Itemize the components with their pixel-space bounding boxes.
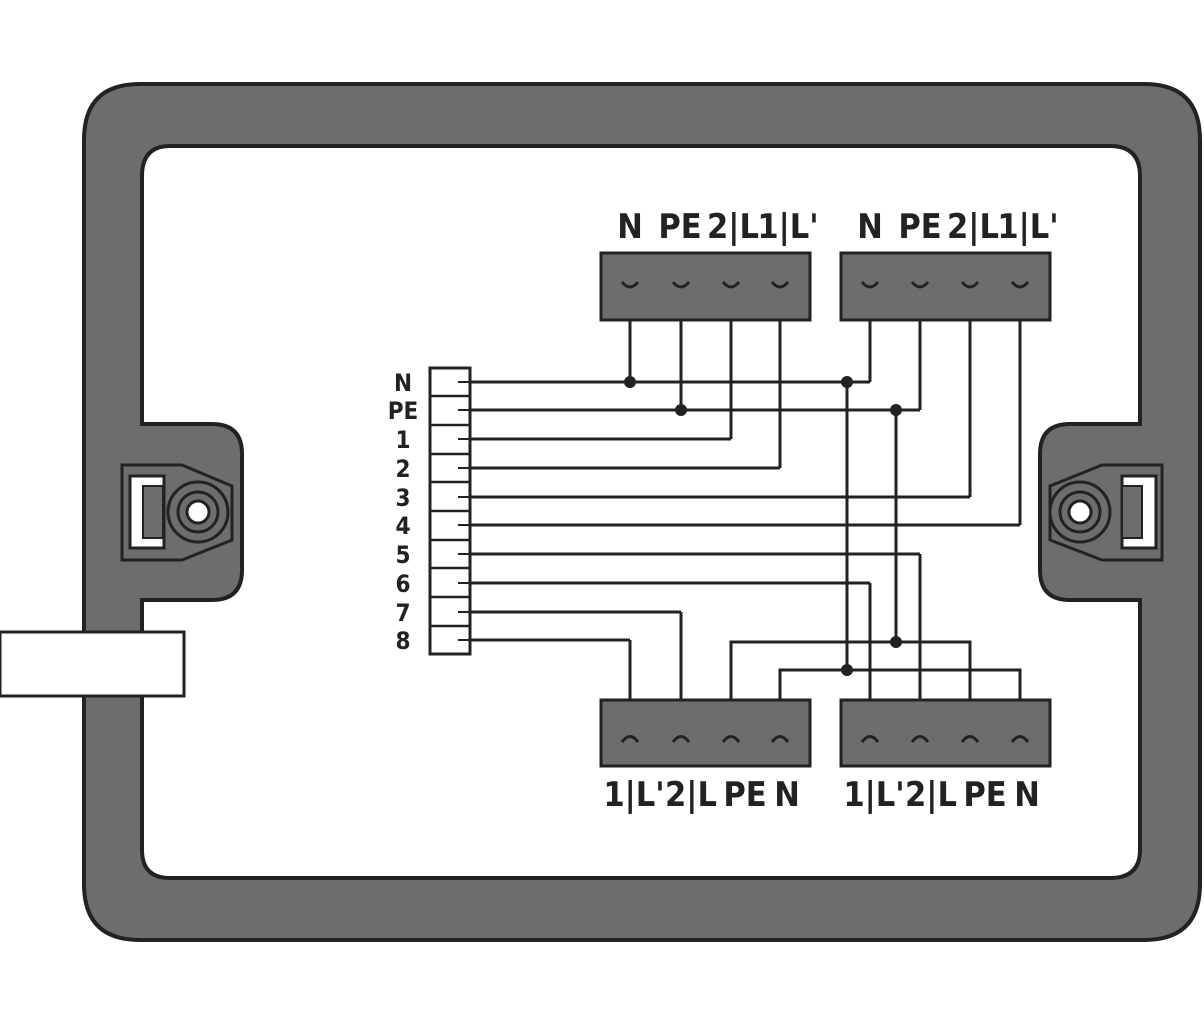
right-mounting-clip [1048,463,1164,562]
bottom-connector-1-pin-label-n: N [774,775,800,815]
top-connector-1-pin-label-2l: 2|L [707,207,759,247]
bottom-connector-2: 1|L' 2|L PE N [839,698,1052,815]
junction-dots [624,376,902,676]
screw-hole-icon [185,499,211,525]
bottom-connector-1-pin-label-2l: 2|L [665,775,717,815]
top-connector-1-pin-label-pe: PE [658,207,701,247]
bottom-connector-1-pin-label-pe: PE [723,775,766,815]
bottom-connector-2-pin-label-1l: 1|L' [843,775,904,815]
top-connector-2-pin-label-1l: 1|L' [997,207,1058,247]
top-connector-2-pin-label-n: N [857,207,883,247]
terminal-label-3: 3 [395,484,410,512]
screw-hole-icon [1067,499,1093,525]
terminal-label-5: 5 [395,541,410,569]
top-connector-2-pin-label-pe: PE [898,207,941,247]
bottom-connector-2-pin-label-2l: 2|L [905,775,957,815]
terminal-label-n: N [394,369,412,397]
top-connector-2: N PE 2|L 1|L' [839,207,1059,322]
terminal-label-4: 4 [395,512,410,540]
bottom-connector-2-pin-label-pe: PE [963,775,1006,815]
enclosure-inner-panel [140,144,1142,880]
top-connector-1-pin-label-n: N [617,207,643,247]
top-connector-2-pin-label-2l: 2|L [947,207,999,247]
cable-entry-box [0,630,186,698]
terminal-label-7: 7 [395,599,410,627]
terminal-label-pe: PE [388,397,419,425]
bottom-connector-1-pin-label-1l: 1|L' [603,775,664,815]
left-mounting-clip [120,463,234,562]
terminal-label-8: 8 [395,627,410,655]
terminal-label-1: 1 [395,426,410,454]
bottom-connector-2-pin-label-n: N [1014,775,1040,815]
top-connector-1-pin-label-1l: 1|L' [757,207,818,247]
terminal-strip: N PE 1 2 3 4 5 6 7 8 [388,366,472,656]
terminal-label-6: 6 [395,570,410,598]
top-connector-1: N PE 2|L 1|L' [599,207,819,322]
terminal-label-2: 2 [395,455,410,483]
bottom-connector-1: 1|L' 2|L PE N [599,698,812,815]
